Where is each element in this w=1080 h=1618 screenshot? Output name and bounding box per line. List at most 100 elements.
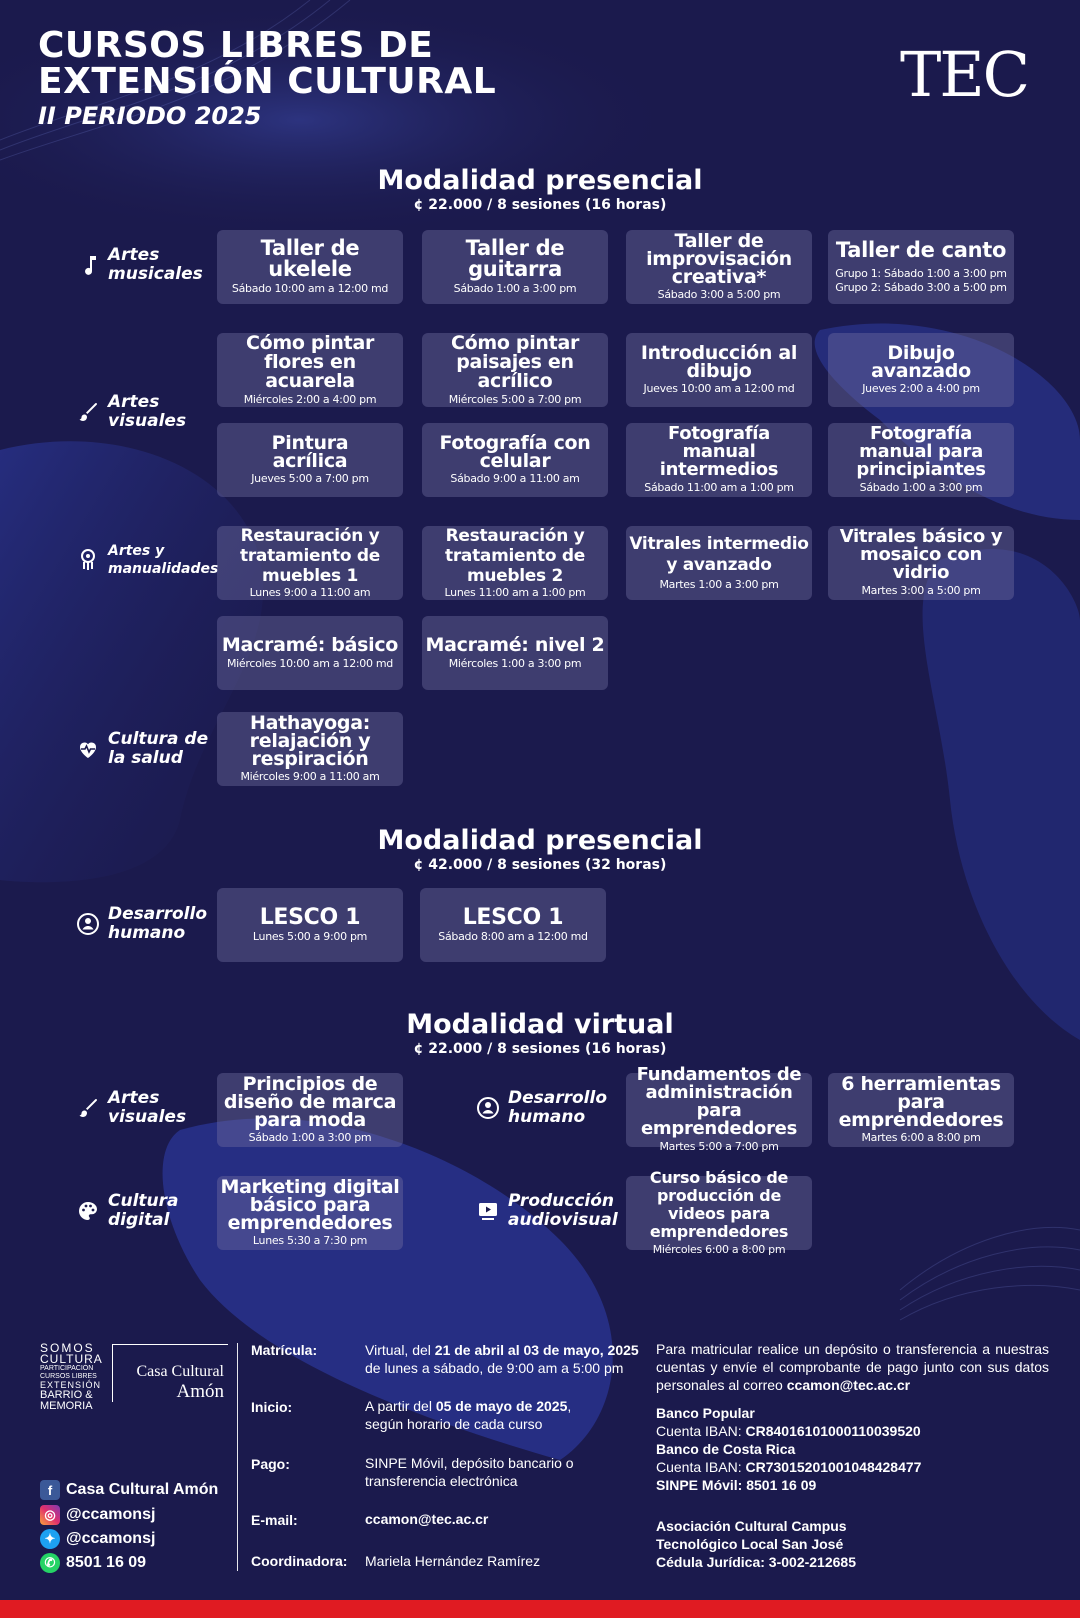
twitter-icon: ✦: [40, 1529, 60, 1549]
course-title: Marketing digital básico para emprendedo…: [220, 1176, 400, 1234]
course-card[interactable]: 6 herramientas para emprendedores Martes…: [828, 1073, 1014, 1147]
title-line-2: EXTENSIÓN CULTURAL: [38, 61, 497, 102]
course-card[interactable]: Restauración y tratamiento de muebles 2 …: [422, 526, 608, 600]
course-title: Macramé: nivel 2: [425, 634, 605, 656]
category-label: Artes visuales: [108, 1088, 187, 1127]
course-schedule: Sábado 1:00 a 3:00 pm: [248, 1131, 372, 1144]
music-note-icon: [85, 256, 96, 275]
section-1-title: Modalidad presencial: [377, 165, 703, 196]
course-card[interactable]: Taller de ukelele Sábado 10:00 am a 12:0…: [217, 230, 403, 304]
course-title: LESCO 1: [259, 904, 361, 930]
section-2-subtitle: ¢ 42.000 / 8 sesiones (32 horas): [413, 857, 667, 873]
person-circle-icon: [77, 913, 99, 935]
info-label: E-mail:: [251, 1512, 298, 1528]
course-title: Introducción al dibujo: [640, 342, 798, 382]
tec-logo: TEC: [900, 38, 1030, 111]
course-card[interactable]: Cómo pintar flores en acuarela Miércoles…: [217, 333, 403, 407]
social-twitter[interactable]: ✦ @ccamonsj: [40, 1529, 155, 1549]
info-value-inicio: A partir del 05 de mayo de 2025,según ho…: [365, 1398, 572, 1432]
course-schedule: Martes 6:00 a 8:00 pm: [861, 1131, 981, 1144]
course-schedule: Miércoles 1:00 a 3:00 pm: [448, 657, 582, 670]
person-circle-icon: [477, 1097, 499, 1119]
title-line-1: CURSOS LIBRES DE: [38, 25, 434, 66]
course-title: Cómo pintar flores en acuarela: [245, 331, 375, 392]
association-info: Asociación Cultural Campus Tecnológico L…: [656, 1518, 856, 1570]
course-title: Taller de guitarra: [465, 236, 565, 281]
period-subtitle: II PERIODO 2025: [38, 102, 262, 130]
social-text: Casa Cultural Amón: [66, 1481, 219, 1498]
course-card[interactable]: LESCO 1 Sábado 8:00 am a 12:00 md: [420, 888, 606, 962]
course-schedule: Miércoles 5:00 a 7:00 pm: [448, 392, 582, 406]
heart-pulse-icon: [80, 742, 96, 758]
category-label: Artes musicales: [108, 245, 203, 284]
course-card[interactable]: Fotografía manual para principiantes Sáb…: [828, 423, 1014, 497]
section-2-title: Modalidad presencial: [377, 825, 703, 856]
somos-cultura-logo: SOMOS CULTURA PARTICIPACIÓN CURSOS LIBRE…: [40, 1341, 103, 1412]
info-value-matricula: Virtual, del 21 de abril al 03 de mayo, …: [365, 1342, 639, 1376]
bottom-red-bar: [0, 1600, 1080, 1618]
course-title: Principios de diseño de marca para moda: [223, 1073, 397, 1131]
course-card[interactable]: Restauración y tratamiento de muebles 1 …: [217, 526, 403, 600]
course-card[interactable]: Hathayoga: relajación y respiración Miér…: [217, 712, 403, 786]
course-card[interactable]: Taller de improvisación creativa* Sábado…: [626, 230, 812, 304]
course-title: 6 herramientas para emprendedores: [838, 1073, 1004, 1131]
category-label: Cultura digital: [108, 1191, 179, 1230]
course-title: LESCO 1: [462, 904, 564, 930]
course-schedule: Grupo 1: Sábado 1:00 a 3:00 pm: [835, 266, 1007, 280]
course-schedule: Miércoles 9:00 a 11:00 am: [240, 770, 380, 783]
course-card[interactable]: Principios de diseño de marca para moda …: [217, 1073, 403, 1147]
course-card[interactable]: Fotografía manual intermedios Sábado 11:…: [626, 423, 812, 497]
course-title: Restauración y tratamiento de muebles 2: [445, 526, 585, 586]
course-title: Curso básico de producción de videos par…: [649, 1168, 789, 1241]
section-3-subtitle: ¢ 22.000 / 8 sesiones (16 horas): [413, 1041, 667, 1057]
course-card[interactable]: Vitrales intermedio y avanzado Martes 1:…: [626, 526, 812, 600]
course-card[interactable]: Taller de guitarra Sábado 1:00 a 3:00 pm: [422, 230, 608, 304]
category-label: Artes y manualidades: [108, 543, 219, 577]
course-card[interactable]: Cómo pintar paisajes en acrílico Miércol…: [422, 333, 608, 407]
section-1-subtitle: ¢ 22.000 / 8 sesiones (16 horas): [413, 197, 667, 213]
social-instagram[interactable]: ◎ @ccamonsj: [40, 1505, 155, 1525]
video-play-icon: [479, 1203, 497, 1220]
category-artes-visuales-virtual: Artes visuales: [76, 1089, 208, 1127]
course-title: Fundamentos de administración para empre…: [636, 1064, 802, 1139]
category-cultura-de-la-salud: Cultura de la salud: [76, 730, 218, 768]
course-title: Hathayoga: relajación y respiración: [249, 712, 371, 770]
course-card[interactable]: Fundamentos de administración para empre…: [626, 1066, 812, 1153]
course-schedule: Martes 3:00 a 5:00 pm: [861, 584, 981, 597]
course-card[interactable]: LESCO 1 Lunes 5:00 a 9:00 pm: [217, 888, 403, 962]
course-card[interactable]: Introducción al dibujo Jueves 10:00 am a…: [626, 333, 812, 407]
course-title: Pintura acrílica: [271, 432, 349, 472]
course-schedule-2: Grupo 2: Sábado 3:00 a 5:00 pm: [835, 280, 1007, 294]
category-cultura-digital: Cultura digital: [76, 1192, 208, 1230]
info-value-email[interactable]: ccamon@tec.ac.cr: [365, 1511, 489, 1527]
category-artes-y-manualidades: Artes y manualidades: [76, 542, 218, 578]
course-title: Taller de improvisación creativa*: [646, 230, 792, 288]
social-whatsapp[interactable]: ✆ 8501 16 09: [40, 1553, 146, 1573]
course-card[interactable]: Dibujo avanzado Jueves 2:00 a 4:00 pm: [828, 333, 1014, 407]
course-schedule: Sábado 1:00 a 3:00 pm: [453, 282, 577, 295]
course-schedule: Miércoles 2:00 a 4:00 pm: [243, 392, 377, 406]
category-produccion-audiovisual: Producción audiovisual: [476, 1192, 618, 1230]
course-card[interactable]: Vitrales básico y mosaico con vidrio Mar…: [828, 526, 1014, 600]
info-label: Coordinadora:: [251, 1553, 348, 1569]
course-schedule: Miércoles 6:00 a 8:00 pm: [652, 1243, 786, 1256]
course-card[interactable]: Macramé: básico Miércoles 10:00 am a 12:…: [217, 616, 403, 690]
course-card[interactable]: Macramé: nivel 2 Miércoles 1:00 a 3:00 p…: [422, 616, 608, 690]
course-schedule: Sábado 11:00 am a 1:00 pm: [644, 481, 794, 494]
dreamcatcher-icon: [81, 549, 95, 570]
course-schedule: Miércoles 10:00 am a 12:00 md: [226, 657, 393, 670]
payment-instructions: Para matricular realice un depósito o tr…: [656, 1341, 1049, 1393]
course-card[interactable]: Curso básico de producción de videos par…: [626, 1169, 812, 1256]
paintbrush-icon: [79, 403, 97, 421]
course-title: Taller de canto: [835, 237, 1007, 262]
course-card[interactable]: Marketing digital básico para emprendedo…: [217, 1176, 403, 1250]
info-label: Inicio:: [251, 1399, 293, 1415]
social-facebook[interactable]: f Casa Cultural Amón: [40, 1480, 218, 1500]
course-card[interactable]: Pintura acrílica Jueves 5:00 a 7:00 pm: [217, 423, 403, 497]
course-title: Fotografía manual para principiantes: [856, 423, 986, 480]
course-card[interactable]: Fotografía con celular Sábado 9:00 a 11:…: [422, 423, 608, 497]
category-label: Producción audiovisual: [508, 1191, 618, 1230]
category-artes-visuales: Artes visuales: [76, 393, 208, 431]
course-card[interactable]: Taller de canto Grupo 1: Sábado 1:00 a 3…: [828, 230, 1014, 304]
